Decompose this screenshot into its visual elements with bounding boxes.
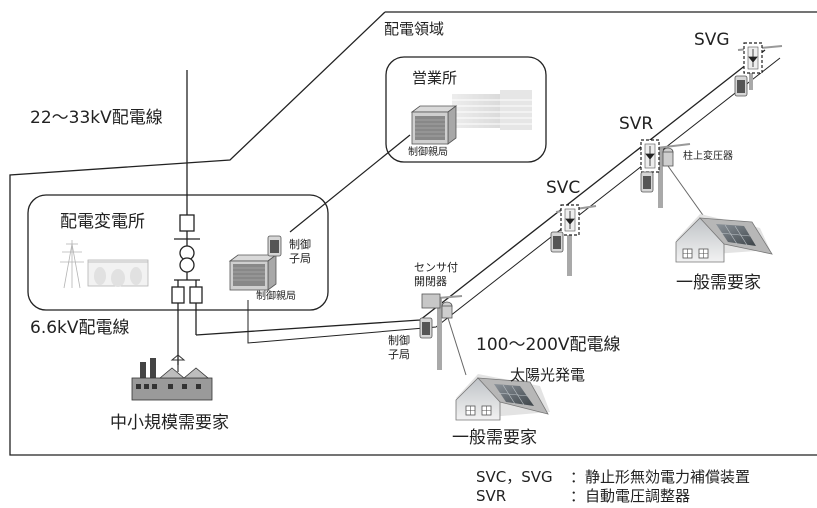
substation-label: 配電変電所 (60, 214, 145, 231)
legend-sep-1: ： (570, 470, 585, 485)
breaker-left (172, 287, 184, 303)
legend-key-2: SVR (476, 489, 570, 504)
line-6-6kv-label: 6.6kV配電線 (30, 320, 130, 337)
legend-row-2: SVR：自動電圧調整器 (476, 489, 690, 504)
control-slave-sub-icon (268, 236, 281, 256)
small-medium-consumer-label: 中小規模需要家 (110, 415, 229, 432)
control-master-sub-label: 制御親局 (256, 292, 296, 302)
transformer-coil-2 (180, 258, 194, 272)
line-22-33kv-label: 22〜33kV配電線 (30, 110, 163, 127)
drop-line-svr (668, 166, 705, 218)
control-slave-switch-label: 制御子局 (388, 334, 418, 362)
solar-power-label: 太陽光発電 (510, 368, 585, 383)
sensor-switch-pole (420, 294, 462, 370)
general-consumer-lower-label: 一般需要家 (452, 430, 537, 447)
general-consumer-upper-label: 一般需要家 (676, 275, 761, 292)
breaker-right (190, 287, 202, 303)
control-master-office-label: 制御親局 (408, 148, 448, 158)
substation-image (60, 240, 148, 288)
control-master-sub-icon (230, 255, 276, 290)
house-icon-upper (676, 214, 772, 262)
svg-pole (735, 43, 782, 96)
drop-line-100-200v (448, 318, 466, 375)
control-master-office-icon (412, 106, 456, 144)
distribution-area-label: 配電領域 (384, 22, 444, 37)
svr-label: SVR (619, 116, 653, 133)
line-100-200v-label: 100〜200V配電線 (476, 337, 621, 354)
legend-value-2: 自動電圧調整器 (585, 489, 690, 504)
legend-row-1: SVC，SVG：静止形無効電力補償装置 (476, 470, 750, 485)
factory-icon (132, 355, 212, 400)
sensor-switch-label: センサ付開閉器 (414, 261, 464, 289)
svc-pole (551, 205, 596, 276)
svc-label: SVC (546, 180, 580, 197)
office-building-icon (452, 90, 532, 130)
comm-line-office (290, 135, 410, 232)
legend-key-1: SVC，SVG (476, 470, 570, 485)
svg-label: SVG (694, 32, 730, 49)
legend-value-1: 静止形無効電力補償装置 (585, 470, 750, 485)
breaker-upper (180, 215, 194, 231)
pole-transformer-label: 柱上変圧器 (683, 152, 733, 162)
legend-sep-2: ： (570, 489, 585, 504)
control-slave-sub-label: 制御子局 (289, 238, 319, 266)
sales-office-label: 営業所 (412, 71, 457, 86)
